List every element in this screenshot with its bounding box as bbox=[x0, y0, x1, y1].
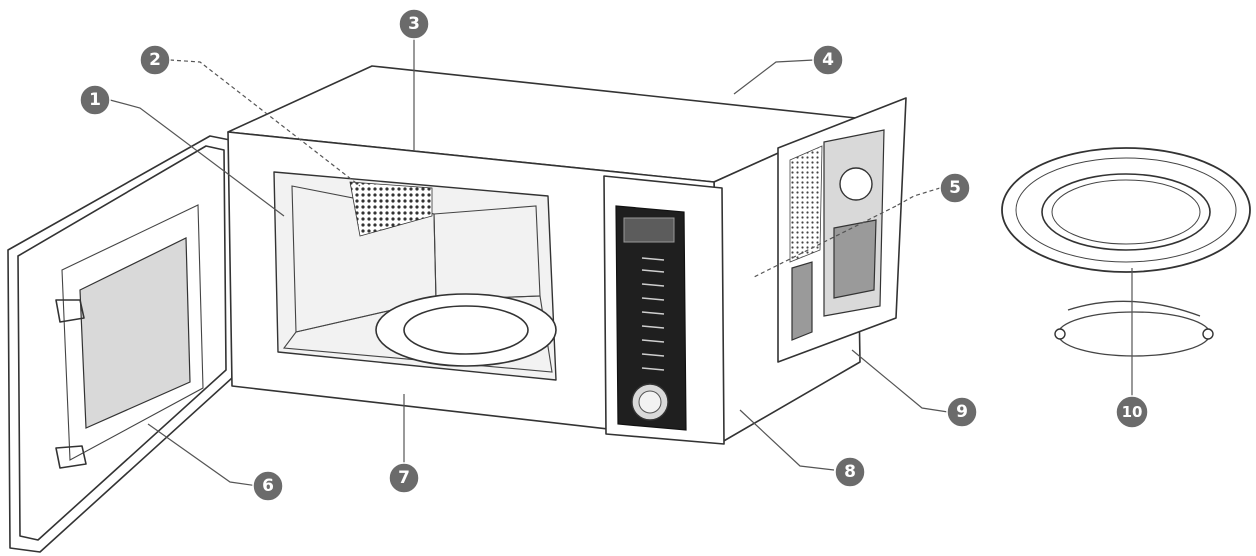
control-panel bbox=[615, 205, 687, 431]
rear-vent bbox=[789, 145, 823, 263]
roller-left bbox=[1054, 328, 1066, 340]
rear-slot bbox=[791, 261, 813, 341]
door bbox=[7, 135, 233, 553]
control-buttons bbox=[641, 257, 665, 371]
callout-6: 6 bbox=[252, 470, 284, 502]
callout-1: 1 bbox=[79, 84, 111, 116]
door-window bbox=[79, 237, 191, 429]
callout-7-label: 7 bbox=[398, 468, 410, 488]
waveguide-cover bbox=[349, 181, 433, 237]
turntable-assembly bbox=[1001, 147, 1251, 357]
callout-9: 9 bbox=[946, 396, 978, 428]
callout-8: 8 bbox=[834, 456, 866, 488]
callout-3: 3 bbox=[398, 8, 430, 40]
roller-ring bbox=[1057, 311, 1211, 357]
callout-7: 7 bbox=[388, 462, 420, 494]
callout-2: 2 bbox=[139, 44, 171, 76]
callout-9-label: 9 bbox=[956, 402, 968, 422]
roller-right bbox=[1202, 328, 1214, 340]
callout-2-label: 2 bbox=[149, 50, 161, 70]
callout-4-label: 4 bbox=[822, 50, 834, 70]
callout-8-label: 8 bbox=[844, 462, 856, 482]
callout-4: 4 bbox=[812, 44, 844, 76]
door-latch-top bbox=[55, 299, 85, 323]
callout-10-label: 10 bbox=[1122, 403, 1143, 421]
callout-5-label: 5 bbox=[949, 178, 961, 198]
door-latch-bottom bbox=[55, 445, 87, 469]
display bbox=[623, 217, 675, 243]
rear-fan-opening bbox=[839, 167, 873, 201]
callout-10: 10 bbox=[1115, 395, 1149, 429]
callout-3-label: 3 bbox=[408, 14, 420, 34]
callout-1-label: 1 bbox=[89, 90, 101, 110]
callout-6-label: 6 bbox=[262, 476, 274, 496]
microwave-body bbox=[227, 65, 861, 445]
rear-panel bbox=[777, 97, 907, 363]
rear-block bbox=[833, 219, 877, 299]
callout-5: 5 bbox=[939, 172, 971, 204]
leader-lines bbox=[109, 34, 1133, 487]
